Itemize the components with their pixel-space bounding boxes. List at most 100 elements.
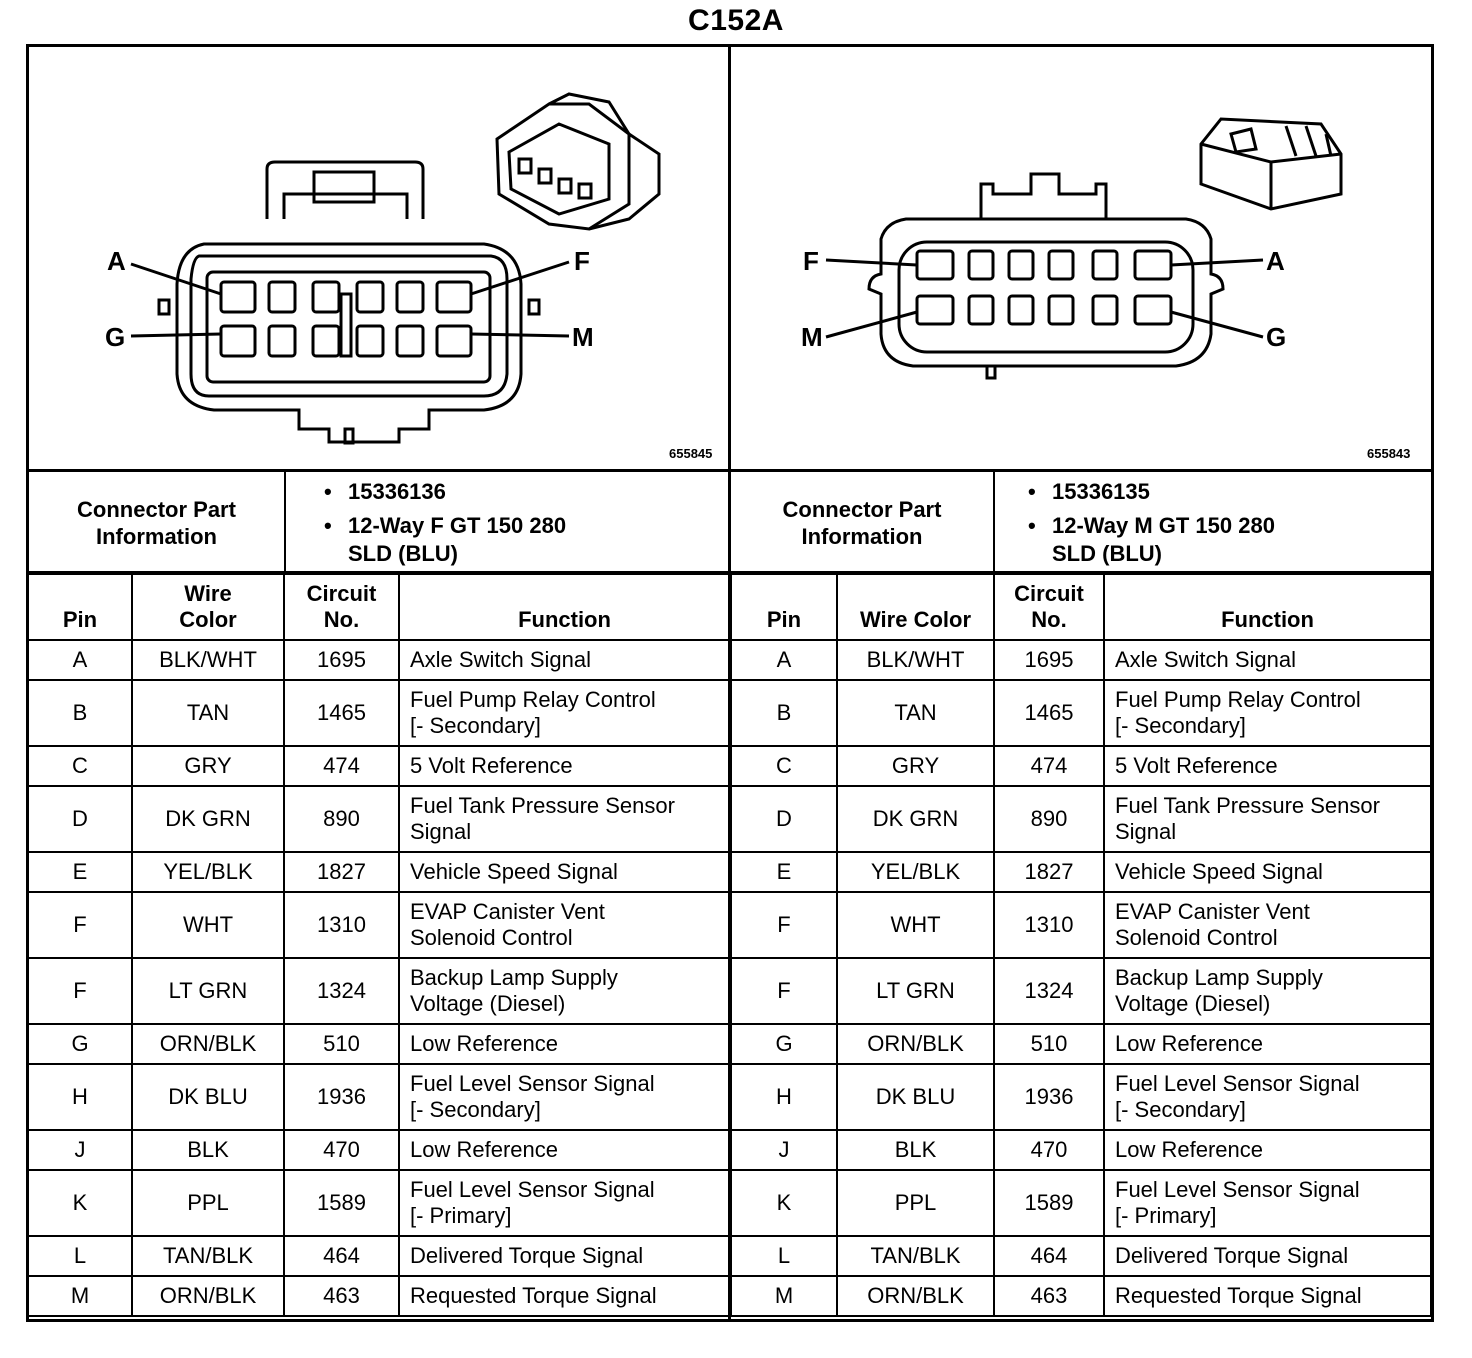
right-part-description: 12-Way M GT 150 280 SLD (BLU) <box>1026 512 1426 568</box>
pin-cell: F <box>27 957 133 1025</box>
circuit-cell: 510 <box>993 1023 1105 1065</box>
right-label-bottom-right: G <box>1266 322 1286 352</box>
function-cell: Fuel Pump Relay Control [- Secondary] <box>1103 679 1432 747</box>
pin-cell: D <box>27 785 133 853</box>
circuit-cell: 890 <box>283 785 400 853</box>
left-part-info: 15336136 12-Way F GT 150 280 SLD (BLU) <box>322 478 722 568</box>
function-cell: Fuel Tank Pressure Sensor Signal <box>1103 785 1432 853</box>
right-info-divider <box>993 472 995 572</box>
pin-cell: B <box>27 679 133 747</box>
right-image-id: 655843 <box>1367 446 1411 461</box>
wire-color-cell: ORN/BLK <box>131 1023 285 1065</box>
wire-color-cell: BLK <box>131 1129 285 1171</box>
function-cell: Delivered Torque Signal <box>398 1235 731 1277</box>
wire-color-cell: PPL <box>836 1169 995 1237</box>
function-cell: Axle Switch Signal <box>1103 639 1432 681</box>
circuit-cell: 1936 <box>283 1063 400 1131</box>
left-label-top-right: F <box>574 246 590 276</box>
wire-color-cell: YEL/BLK <box>836 851 995 893</box>
circuit-cell: 470 <box>283 1129 400 1171</box>
col-header-circuit: Circuit No. <box>283 573 400 641</box>
circuit-cell: 510 <box>283 1023 400 1065</box>
function-cell: Fuel Pump Relay Control [- Secondary] <box>398 679 731 747</box>
circuit-cell: 464 <box>993 1235 1105 1277</box>
pin-cell: E <box>730 851 838 893</box>
right-part-info-label: Connector Part Information <box>782 497 942 549</box>
pin-cell: M <box>27 1275 133 1317</box>
wire-color-cell: ORN/BLK <box>131 1275 285 1317</box>
right-label-bottom-left: M <box>801 322 823 352</box>
wire-color-cell: DK GRN <box>836 785 995 853</box>
pin-cell: G <box>730 1023 838 1065</box>
pin-cell: F <box>730 957 838 1025</box>
pin-cell: L <box>27 1235 133 1277</box>
function-cell: Low Reference <box>398 1023 731 1065</box>
pin-cell: L <box>730 1235 838 1277</box>
pin-cell: F <box>27 891 133 959</box>
pin-cell: A <box>27 639 133 681</box>
function-cell: 5 Volt Reference <box>398 745 731 787</box>
col-header-pin: Pin <box>730 573 838 641</box>
drawing-info-divider <box>26 469 1434 472</box>
circuit-cell: 1695 <box>283 639 400 681</box>
pin-cell: G <box>27 1023 133 1065</box>
wire-color-cell: BLK <box>836 1129 995 1171</box>
circuit-cell: 1324 <box>283 957 400 1025</box>
pin-cell: E <box>27 851 133 893</box>
pin-cell: M <box>730 1275 838 1317</box>
wire-color-cell: TAN/BLK <box>131 1235 285 1277</box>
function-cell: Axle Switch Signal <box>398 639 731 681</box>
function-cell: Backup Lamp Supply Voltage (Diesel) <box>1103 957 1432 1025</box>
function-cell: Low Reference <box>398 1129 731 1171</box>
wire-color-cell: PPL <box>131 1169 285 1237</box>
wire-color-cell: ORN/BLK <box>836 1275 995 1317</box>
left-part-description: 12-Way F GT 150 280 SLD (BLU) <box>322 512 722 568</box>
wire-color-cell: DK GRN <box>131 785 285 853</box>
function-cell: Low Reference <box>1103 1023 1432 1065</box>
info-table-divider <box>26 571 1434 574</box>
function-cell: EVAP Canister Vent Solenoid Control <box>1103 891 1432 959</box>
female-connector-perspective-icon <box>495 92 661 231</box>
male-connector-drawing: F M A G <box>801 117 1343 380</box>
function-cell: 5 Volt Reference <box>1103 745 1432 787</box>
wire-color-cell: WHT <box>836 891 995 959</box>
pin-cell: D <box>730 785 838 853</box>
wire-color-cell: ORN/BLK <box>836 1023 995 1065</box>
col-header-circuit: Circuit No. <box>993 573 1105 641</box>
circuit-cell: 1589 <box>283 1169 400 1237</box>
function-cell: Fuel Level Sensor Signal [- Primary] <box>1103 1169 1432 1237</box>
circuit-cell: 1310 <box>993 891 1105 959</box>
right-part-info: 15336135 12-Way M GT 150 280 SLD (BLU) <box>1026 478 1426 568</box>
function-cell: Fuel Level Sensor Signal [- Secondary] <box>398 1063 731 1131</box>
function-cell: Vehicle Speed Signal <box>398 851 731 893</box>
left-image-id: 655845 <box>669 446 713 461</box>
circuit-cell: 1310 <box>283 891 400 959</box>
wire-color-cell: TAN/BLK <box>836 1235 995 1277</box>
wire-color-cell: TAN <box>836 679 995 747</box>
left-connector-pane: A G F M 655845 <box>29 44 728 472</box>
left-part-info-label: Connector Part Information <box>77 497 236 549</box>
function-cell: Requested Torque Signal <box>1103 1275 1432 1317</box>
pin-cell: F <box>730 891 838 959</box>
left-label-bottom-right: M <box>572 322 594 352</box>
wire-color-cell: YEL/BLK <box>131 851 285 893</box>
function-cell: Vehicle Speed Signal <box>1103 851 1432 893</box>
function-cell: Fuel Level Sensor Signal [- Primary] <box>398 1169 731 1237</box>
function-cell: Requested Torque Signal <box>398 1275 731 1317</box>
circuit-cell: 470 <box>993 1129 1105 1171</box>
pin-cell: J <box>730 1129 838 1171</box>
right-label-top-right: A <box>1266 246 1285 276</box>
right-part-number: 15336135 <box>1026 478 1426 506</box>
pin-cell: K <box>730 1169 838 1237</box>
